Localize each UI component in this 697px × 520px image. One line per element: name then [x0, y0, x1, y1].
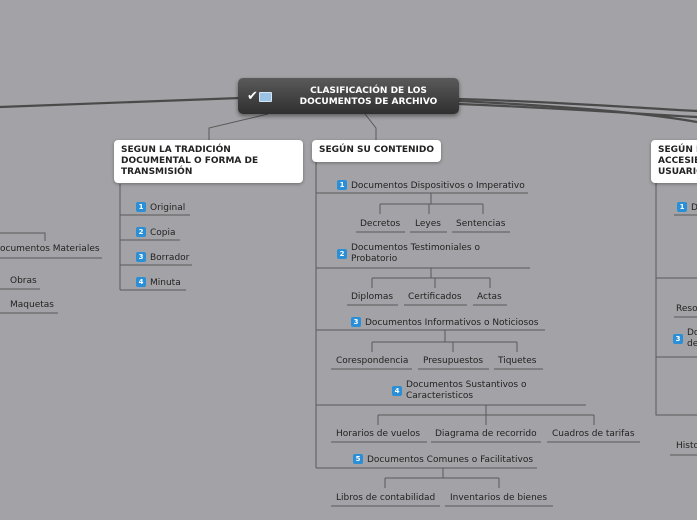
item-label-line: de: [687, 339, 697, 349]
item-label: Borrador: [150, 253, 190, 263]
item-label: D: [691, 203, 697, 213]
group-label: Documentos Dispositivos o Imperativo: [351, 181, 525, 191]
group-testimoniales[interactable]: Documentos Testimoniales o Probatorio: [351, 243, 480, 264]
number-badge-icon: 2: [136, 227, 146, 237]
list-item-cuadros[interactable]: Cuadros de tarifas: [552, 429, 635, 439]
root-node[interactable]: ✔ CLASIFICACIÓN DE LOS DOCUMENTOS DE ARC…: [238, 78, 459, 114]
main-node-title-line: ACCESIBI: [658, 156, 697, 166]
list-item-diplomas[interactable]: Diplomas: [351, 292, 394, 302]
list-item-decretos[interactable]: Decretos: [360, 219, 401, 229]
number-badge-icon: 1: [337, 180, 347, 190]
group-label: Documentos Informativos o Noticiosos: [365, 318, 539, 328]
list-item-inventarios[interactable]: Inventarios de bienes: [450, 493, 548, 503]
number-badge-icon: 4: [136, 277, 146, 287]
group-comunes[interactable]: 5 Documentos Comunes o Facilitativos: [353, 454, 533, 466]
item-label: Copia: [150, 228, 176, 238]
list-item-maquetas[interactable]: Maquetas: [10, 300, 54, 310]
list-item-borrador[interactable]: 3 Borrador: [136, 252, 189, 264]
group-dispositivos[interactable]: 1 Documentos Dispositivos o Imperativo: [337, 180, 525, 192]
number-badge-icon: 3: [136, 252, 146, 262]
list-item-tiquetes[interactable]: Tiquetes: [498, 356, 537, 366]
list-item-obras[interactable]: Obras: [10, 276, 37, 286]
list-item-diagrama[interactable]: Diagrama de recorrido: [435, 429, 537, 439]
list-item-leyes[interactable]: Leyes: [415, 219, 441, 229]
item-label: Minuta: [150, 278, 181, 288]
main-node-contenido[interactable]: SEGÚN SU CONTENIDO: [312, 140, 441, 162]
list-item-horarios[interactable]: Horarios de vuelos: [336, 429, 421, 439]
main-node-title: SEGÚN SU CONTENIDO: [319, 145, 434, 155]
number-badge-icon: 4: [392, 386, 402, 396]
list-item-right-3[interactable]: Do de: [687, 328, 697, 350]
list-item-libros[interactable]: Libros de contabilidad: [336, 493, 436, 503]
group-informativos[interactable]: 3 Documentos Informativos o Noticiosos: [351, 317, 538, 329]
list-item-corespondencia[interactable]: Corespondencia: [336, 356, 409, 366]
group-label: Documentos Comunes o Facilitativos: [367, 455, 534, 465]
list-item-actas[interactable]: Actas: [477, 292, 502, 302]
number-badge-icon: 1: [136, 202, 146, 212]
list-item-materiales[interactable]: ocumentos Materiales: [0, 244, 100, 254]
list-item-original[interactable]: 1 Original: [136, 202, 185, 214]
item-label: Original: [150, 203, 186, 213]
number-badge-icon: 5: [353, 454, 363, 464]
list-item-sentencias[interactable]: Sentencias: [456, 219, 506, 229]
main-node-title-line: USUARIO: [658, 167, 697, 177]
group-sustantivos[interactable]: Documentos Sustantivos o Caracteristicos: [406, 380, 527, 401]
number-badge-icon: 1: [677, 202, 687, 212]
list-item-copia[interactable]: 2 Copia: [136, 227, 176, 239]
number-badge-icon: 3: [673, 334, 683, 344]
main-node-tradicion[interactable]: SEGUN LA TRADICIÓN DOCUMENTAL O FORMA DE…: [114, 140, 303, 183]
item-label-line: Do: [687, 328, 697, 338]
list-item-histo[interactable]: Histo: [676, 441, 697, 451]
number-badge-icon: 3: [351, 317, 361, 327]
main-node-title: SEGUN LA TRADICIÓN DOCUMENTAL O FORMA DE…: [121, 145, 259, 177]
list-item-reso[interactable]: Reso: [676, 304, 697, 314]
root-title: CLASIFICACIÓN DE LOS DOCUMENTOS DE ARCHI…: [299, 86, 438, 107]
main-node-accesibilidad[interactable]: SEGÚN L ACCESIBI USUARIO: [651, 140, 697, 183]
check-icon: ✔: [247, 89, 258, 104]
main-node-title-line: SEGÚN L: [658, 145, 697, 155]
list-item-minuta[interactable]: 4 Minuta: [136, 277, 181, 289]
list-item-certificados[interactable]: Certificados: [408, 292, 462, 302]
list-item-presupuestos[interactable]: Presupuestos: [423, 356, 484, 366]
number-badge-icon: 2: [337, 249, 347, 259]
folder-icon: [259, 92, 272, 102]
